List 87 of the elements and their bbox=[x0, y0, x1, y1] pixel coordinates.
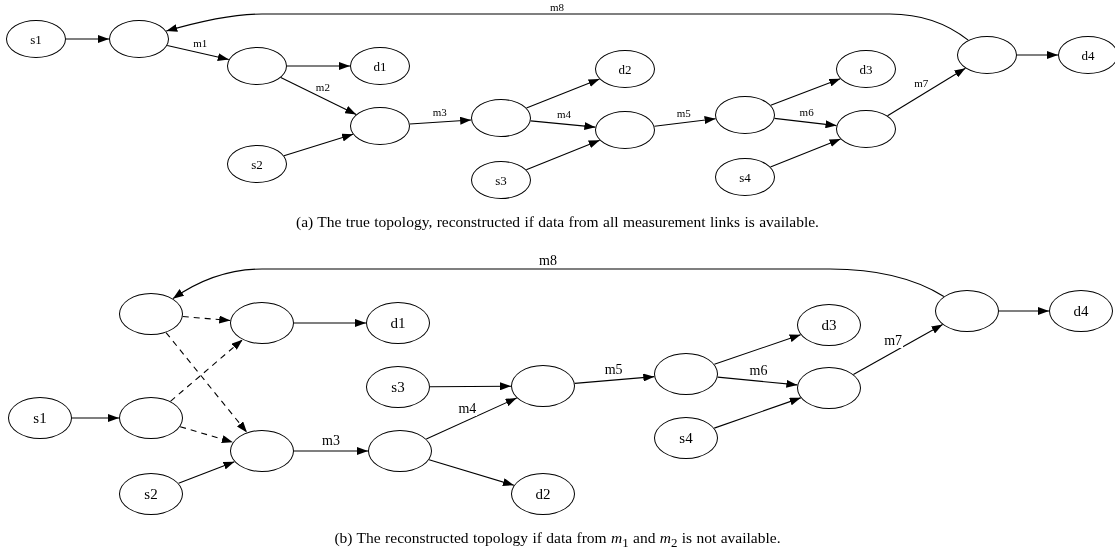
ellipse-node bbox=[836, 110, 896, 148]
ellipse-node bbox=[471, 99, 531, 137]
caption: (a) The true topology, reconstructed if data from all measurement links is available. bbox=[296, 213, 819, 230]
dashed-arrow bbox=[165, 332, 248, 433]
node-label: s3 bbox=[391, 379, 405, 395]
arrow bbox=[65, 35, 110, 43]
ellipse-node bbox=[119, 473, 183, 515]
ellipse-node bbox=[6, 20, 66, 58]
node-label: s2 bbox=[251, 157, 263, 171]
node-label: d2 bbox=[535, 486, 551, 502]
ellipse-node bbox=[797, 304, 861, 346]
edge-label: m1 bbox=[192, 37, 209, 49]
arrow bbox=[574, 373, 655, 384]
ellipse-node bbox=[935, 290, 999, 332]
node-label: s3 bbox=[495, 173, 507, 187]
dashed-arrow bbox=[179, 426, 234, 444]
arrow bbox=[409, 116, 472, 125]
ellipse-node bbox=[797, 367, 861, 409]
ellipse-node bbox=[836, 50, 896, 88]
ellipse-node bbox=[350, 107, 410, 145]
arrow bbox=[166, 44, 230, 61]
ellipse-node bbox=[595, 50, 655, 88]
ellipse-node bbox=[511, 473, 575, 515]
arrow bbox=[653, 116, 717, 127]
arrow bbox=[717, 376, 798, 388]
ellipse-node bbox=[368, 430, 432, 472]
edge-label: m7 bbox=[883, 333, 904, 348]
dashed-arrow bbox=[182, 315, 231, 324]
edge-label: m4 bbox=[457, 402, 478, 417]
ellipse-node bbox=[654, 417, 718, 459]
arrow bbox=[71, 414, 120, 422]
arrow bbox=[165, 13, 969, 41]
dashed-arrow bbox=[169, 339, 244, 402]
ellipse-node bbox=[109, 20, 169, 58]
arrow bbox=[428, 459, 515, 486]
node-label: d4 bbox=[1081, 48, 1095, 62]
ellipse-node bbox=[595, 111, 655, 149]
arrow bbox=[429, 382, 512, 391]
ellipse-node bbox=[227, 47, 287, 85]
node-label: d3 bbox=[859, 62, 873, 76]
ellipse-node bbox=[511, 365, 575, 407]
node-label: d1 bbox=[390, 315, 406, 331]
arrow bbox=[713, 397, 802, 429]
edge-label: m8 bbox=[548, 1, 566, 13]
ellipse-node bbox=[654, 353, 718, 395]
ellipse-node bbox=[350, 47, 410, 85]
arrow bbox=[1016, 51, 1059, 59]
ellipse-node bbox=[230, 430, 294, 472]
arrow bbox=[770, 78, 841, 106]
arrow bbox=[178, 461, 235, 484]
arrow bbox=[286, 62, 351, 70]
ellipse-node bbox=[715, 158, 775, 196]
edge-label: m6 bbox=[798, 106, 815, 118]
arrow bbox=[713, 334, 802, 365]
node-label: s1 bbox=[33, 410, 47, 426]
node-label: s1 bbox=[30, 32, 42, 46]
ellipse-node bbox=[957, 36, 1017, 74]
arrow bbox=[293, 447, 369, 455]
edge-label: m3 bbox=[431, 106, 448, 118]
arrow bbox=[887, 67, 966, 117]
edge-label: m4 bbox=[555, 108, 572, 120]
node-label: s4 bbox=[679, 430, 693, 446]
arrow bbox=[283, 133, 354, 157]
node-label: d4 bbox=[1073, 303, 1089, 319]
ellipse-node bbox=[119, 293, 183, 335]
ellipse-node bbox=[227, 145, 287, 183]
ellipse-node bbox=[715, 96, 775, 134]
arrow bbox=[280, 77, 357, 115]
edge-label: m3 bbox=[321, 434, 341, 448]
node-label: s4 bbox=[739, 170, 751, 184]
arrow bbox=[293, 319, 367, 327]
edge-label: m8 bbox=[538, 254, 558, 268]
arrow bbox=[773, 117, 838, 129]
node-label: d2 bbox=[618, 62, 632, 76]
node-label: d1 bbox=[373, 59, 387, 73]
node-label: s2 bbox=[144, 486, 158, 502]
edge-label: m5 bbox=[675, 107, 692, 119]
node-label: d3 bbox=[821, 317, 837, 333]
arrow bbox=[998, 307, 1050, 315]
caption: (b) The reconstructed topology if data from m$_{1}$ and m$_{2}$ is not available. bbox=[334, 529, 781, 546]
ellipse-node bbox=[1058, 36, 1115, 74]
ellipse-node bbox=[119, 397, 183, 439]
ellipse-node bbox=[230, 302, 294, 344]
arrow bbox=[530, 120, 596, 131]
edge-label: m2 bbox=[314, 81, 331, 93]
edge-label: m7 bbox=[913, 77, 930, 89]
ellipse-node bbox=[471, 161, 531, 199]
